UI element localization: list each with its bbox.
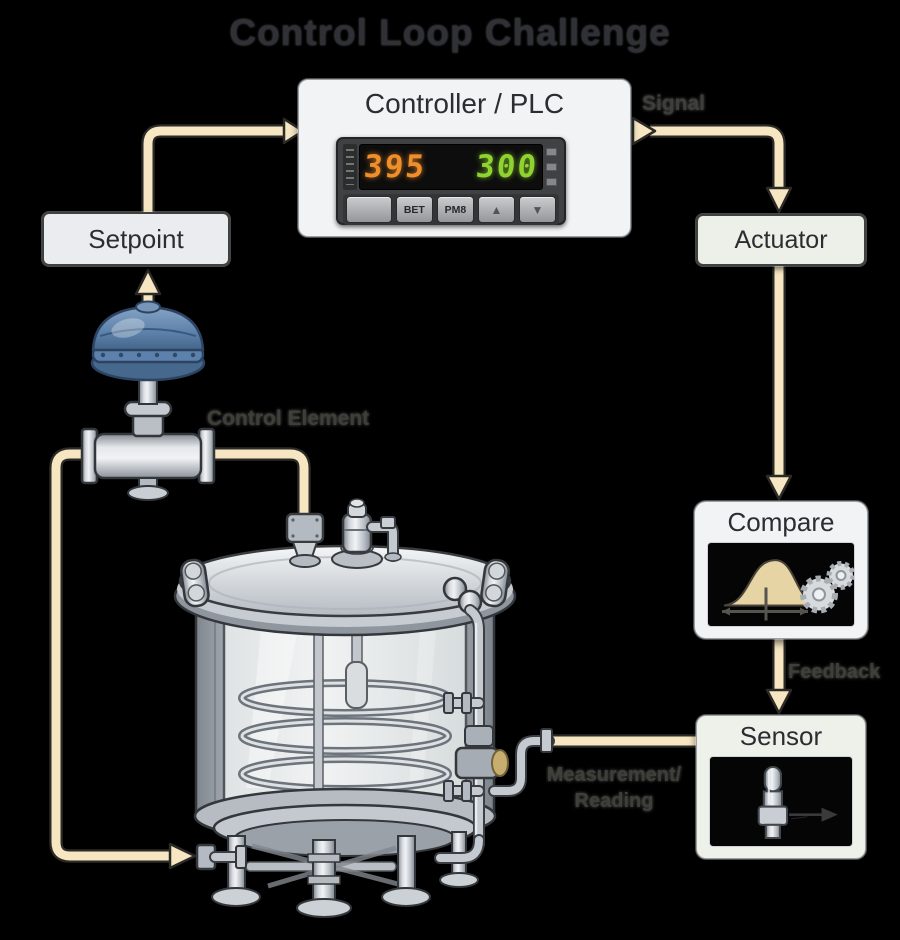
tank-legs bbox=[211, 831, 479, 918]
arrow-out-of-controller bbox=[631, 116, 657, 146]
feedback-label: Feedback bbox=[788, 661, 881, 683]
tank-dip-pipe bbox=[366, 516, 402, 562]
tank-vessel bbox=[173, 498, 555, 918]
compare-label: Compare bbox=[727, 507, 835, 537]
process-value: 395 bbox=[362, 148, 428, 185]
display-button-blank[interactable] bbox=[346, 196, 392, 223]
display-button-mode[interactable]: PM8 bbox=[436, 196, 474, 223]
controller-label: Controller / PLC bbox=[364, 88, 565, 119]
valve-actuator-dome bbox=[90, 300, 206, 382]
setpoint-box[interactable]: Setpoint bbox=[42, 212, 230, 266]
measurement-label-line2: Reading bbox=[574, 790, 654, 812]
sensor-box[interactable]: Sensor bbox=[696, 715, 866, 859]
measurement-label-line1: Measurement/ bbox=[546, 764, 682, 786]
sensor-probe-icon bbox=[757, 766, 838, 840]
arrow-into-sensor bbox=[765, 688, 793, 715]
display-left-indicators-icon bbox=[343, 144, 357, 190]
page-title: Control Loop Challenge bbox=[229, 12, 671, 53]
controller-box[interactable]: Controller / PLC 395 300 BET PM8 ▲ bbox=[298, 79, 631, 237]
control-valve bbox=[80, 300, 216, 501]
actuator-box[interactable]: Actuator bbox=[696, 214, 866, 266]
compare-box[interactable]: Compare bbox=[694, 501, 868, 639]
tank-bottom-inlet bbox=[195, 843, 247, 871]
arrow-into-compare bbox=[765, 474, 793, 501]
setpoint-value: 300 bbox=[474, 148, 540, 185]
bell-curve-and-gears-icon bbox=[722, 559, 854, 621]
tank-top-port bbox=[331, 498, 383, 569]
display-right-indicators-icon bbox=[543, 144, 559, 190]
actuator-label: Actuator bbox=[734, 225, 828, 254]
tank-inlet-clamp bbox=[285, 512, 325, 568]
signal-label: Signal bbox=[642, 92, 706, 115]
measurement-label: Measurement/ Reading bbox=[528, 762, 700, 814]
tank-lug-left bbox=[179, 558, 210, 608]
display-button-up[interactable]: ▲ bbox=[477, 196, 515, 223]
plc-display: 395 300 BET PM8 ▲ ▼ bbox=[336, 137, 566, 225]
tank-side-piping bbox=[434, 576, 555, 864]
compare-illustration bbox=[707, 542, 855, 627]
sensor-label: Sensor bbox=[739, 721, 823, 751]
loop-pipes bbox=[49, 116, 793, 870]
display-button-set[interactable]: BET bbox=[395, 196, 433, 223]
arrow-into-actuator bbox=[765, 186, 793, 214]
arrow-into-tank bbox=[168, 842, 197, 870]
down-arrow-icon: ▼ bbox=[531, 202, 544, 217]
brass-valve bbox=[491, 749, 509, 777]
setpoint-label: Setpoint bbox=[88, 223, 184, 254]
display-button-down[interactable]: ▼ bbox=[518, 196, 556, 223]
arrow-into-setpoint bbox=[134, 268, 162, 296]
up-arrow-icon: ▲ bbox=[490, 202, 503, 217]
arrow-into-controller bbox=[282, 117, 305, 145]
gears-icon bbox=[800, 561, 854, 614]
tank-lid bbox=[173, 544, 517, 637]
control-element-label: Control Element bbox=[207, 407, 370, 430]
display-screen: 395 300 bbox=[359, 144, 543, 190]
display-buttons: BET PM8 ▲ ▼ bbox=[343, 194, 559, 225]
tank-lug-right bbox=[480, 558, 511, 608]
sensor-illustration bbox=[709, 756, 853, 847]
